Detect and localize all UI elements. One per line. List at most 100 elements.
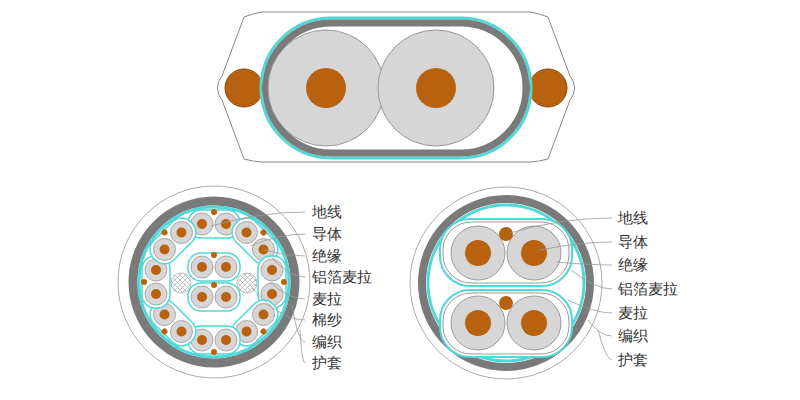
conductor xyxy=(267,289,277,299)
leader-line xyxy=(571,270,612,289)
conductor xyxy=(157,307,171,321)
leader-line xyxy=(264,250,305,256)
part-label: 麦拉 xyxy=(312,290,342,308)
braid-layer xyxy=(422,199,590,367)
pair-mylar xyxy=(443,222,569,283)
leader-line xyxy=(540,242,612,250)
round-jacket xyxy=(118,186,310,378)
conductor xyxy=(465,310,491,336)
conductor xyxy=(256,307,270,321)
insulation xyxy=(215,329,237,351)
ground-wire xyxy=(225,69,263,107)
pair-foil xyxy=(440,290,572,357)
conductor xyxy=(239,324,253,338)
part-label: 绝缘 xyxy=(618,256,648,274)
leader-line xyxy=(272,258,305,277)
ground-wire xyxy=(259,327,267,335)
insulation xyxy=(215,286,237,308)
part-label: 铝箔麦拉 xyxy=(312,268,372,286)
ground-wire xyxy=(259,228,267,236)
round-jacket xyxy=(410,187,602,379)
conductor xyxy=(197,335,207,345)
ground-wire xyxy=(529,69,567,107)
leader-line xyxy=(300,330,305,363)
insulation xyxy=(451,226,505,280)
ground-wire xyxy=(211,252,217,258)
leader-line xyxy=(588,320,612,336)
insulation xyxy=(191,256,213,278)
leader-line xyxy=(252,288,305,320)
leader-line xyxy=(598,330,612,360)
insulation xyxy=(191,286,213,308)
conductor xyxy=(221,335,231,345)
insulation xyxy=(215,256,237,278)
conductor xyxy=(151,289,161,299)
part-label: 导体 xyxy=(618,233,648,251)
part-label: 地线 xyxy=(312,203,342,221)
conductor xyxy=(521,310,547,336)
conductor xyxy=(197,219,207,229)
part-label: 地线 xyxy=(618,209,648,227)
twisted-pair xyxy=(188,282,240,311)
part-label: 编织 xyxy=(312,333,342,351)
conductor xyxy=(197,292,207,302)
ground-wire xyxy=(160,228,168,236)
pair-mylar xyxy=(443,293,569,354)
conductor xyxy=(267,265,277,275)
leader-line xyxy=(556,262,612,265)
pair-foil xyxy=(440,219,572,286)
leader-line xyxy=(211,212,305,226)
insulation xyxy=(145,283,167,305)
part-label: 棉纱 xyxy=(312,311,342,329)
leader-line xyxy=(568,300,612,313)
conductor xyxy=(221,219,231,229)
leader-line xyxy=(510,218,612,233)
twisted-pair xyxy=(188,252,240,281)
part-label: 护套 xyxy=(618,351,648,369)
leader-line xyxy=(292,305,305,342)
ground-wire xyxy=(211,282,217,288)
leader-line xyxy=(270,282,305,299)
leader-line xyxy=(250,234,305,246)
part-label: 绝缘 xyxy=(312,247,342,265)
conductor xyxy=(151,265,161,275)
leader-lines xyxy=(211,212,612,363)
part-label: 导体 xyxy=(312,225,342,243)
insulation xyxy=(378,30,494,146)
conductor xyxy=(416,68,456,108)
conductor xyxy=(221,262,231,272)
conductor xyxy=(521,240,547,266)
foil-layer xyxy=(428,205,584,361)
pair-foil xyxy=(188,283,240,311)
ground-wire xyxy=(499,296,513,310)
conductor xyxy=(465,240,491,266)
conductor xyxy=(306,68,346,108)
foil-layer xyxy=(261,18,531,158)
part-label: 护套 xyxy=(312,354,342,372)
ground-wire xyxy=(281,279,287,285)
conductor xyxy=(239,225,253,239)
insulation xyxy=(451,296,505,350)
insulation xyxy=(507,226,561,280)
part-label: 编织 xyxy=(618,327,648,345)
conductor xyxy=(174,324,188,338)
ground-wire xyxy=(160,327,168,335)
cotton-filler xyxy=(171,273,191,293)
pair-group xyxy=(141,209,287,355)
conductor xyxy=(174,225,188,239)
insulation xyxy=(507,296,561,350)
conductor xyxy=(197,262,207,272)
ground-wire xyxy=(211,349,217,355)
flat-jacket xyxy=(217,12,574,162)
insulation xyxy=(261,259,283,281)
part-label: 铝箔麦拉 xyxy=(618,280,678,298)
conductor xyxy=(221,292,231,302)
insulation xyxy=(166,217,197,248)
pair-foil xyxy=(188,253,240,281)
conductor xyxy=(256,242,270,256)
foil-layer xyxy=(139,207,289,357)
ground-wire xyxy=(211,209,217,215)
ground-wire xyxy=(141,279,147,285)
